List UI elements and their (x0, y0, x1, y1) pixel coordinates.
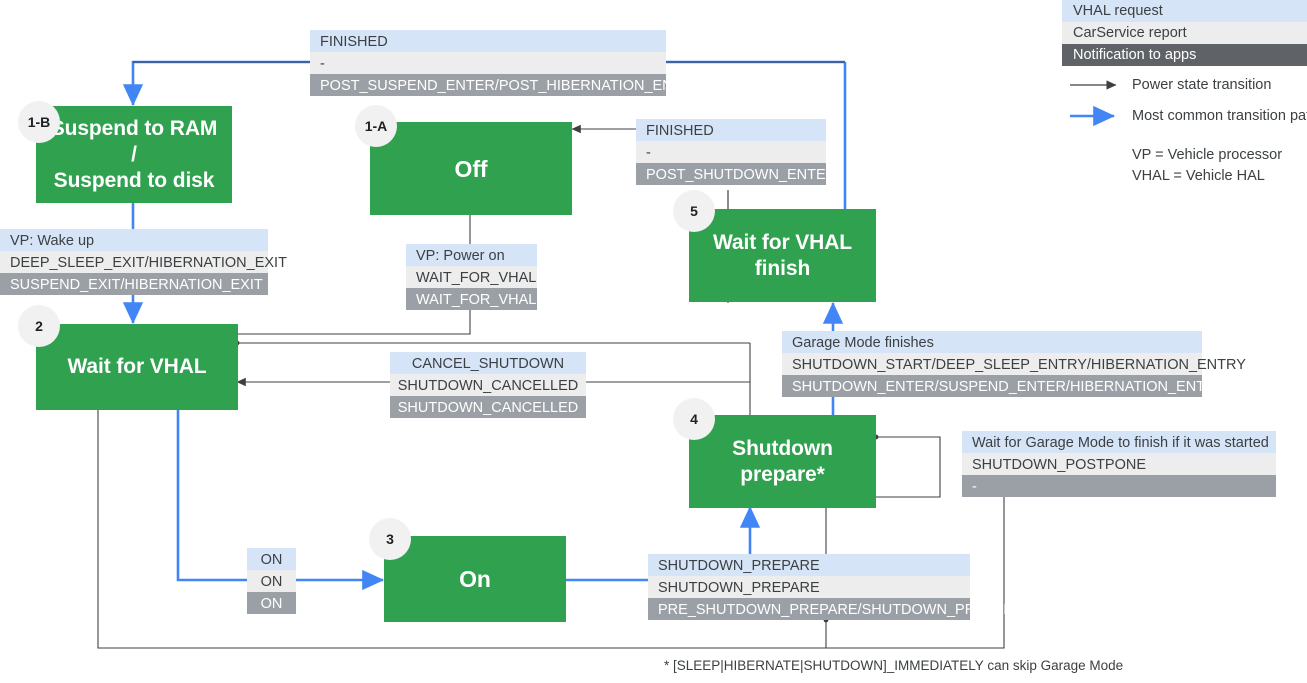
transition-label-garage-mode-wait: Wait for Garage Mode to finish if it was… (962, 431, 1276, 497)
vhal-request: FINISHED (310, 30, 666, 52)
state-badge-1a: 1-A (355, 105, 397, 147)
transition-label-shutdown-prepare: SHUTDOWN_PREPARE SHUTDOWN_PREPARE PRE_SH… (648, 554, 1023, 620)
transition-label-on: ON ON ON (247, 548, 296, 614)
legend: VHAL request CarService report Notificat… (1062, 0, 1307, 66)
legend-label-power-state-transition: Power state transition (1132, 77, 1272, 93)
notification-to-apps: - (962, 475, 1276, 497)
legend-abbrev-vhal: VHAL = Vehicle HAL (1132, 168, 1265, 184)
notification-to-apps: WAIT_FOR_VHAL (406, 288, 537, 310)
vhal-request: VP: Power on (406, 244, 537, 266)
legend-abbrev-vp: VP = Vehicle processor (1132, 147, 1283, 163)
transition-label-wake-up: VP: Wake up DEEP_SLEEP_EXIT/HIBERNATION_… (0, 229, 287, 295)
notification-to-apps: POST_SUSPEND_ENTER/POST_HIBERNATION_ENTE… (310, 74, 702, 96)
legend-label-most-common-transition-path: Most common transition path (1132, 108, 1307, 124)
transition-label-post-suspend-enter: FINISHED - POST_SUSPEND_ENTER/POST_HIBER… (310, 30, 702, 96)
vhal-request: SHUTDOWN_PREPARE (648, 554, 970, 576)
state-label: Wait for VHAL (67, 355, 207, 378)
carservice-report: SHUTDOWN_START/DEEP_SLEEP_ENTRY/HIBERNAT… (782, 353, 1246, 375)
transition-label-post-shutdown-enter: FINISHED - POST_SHUTDOWN_ENTER (636, 119, 836, 185)
vhal-request: Garage Mode finishes (782, 331, 1202, 353)
vhal-request: VP: Wake up (0, 229, 268, 251)
notification-to-apps: PRE_SHUTDOWN_PREPARE/SHUTDOWN_PREPARE (648, 598, 1023, 620)
notification-to-apps: ON (247, 592, 296, 614)
state-badge-3: 3 (369, 518, 411, 560)
legend-swatch-notification-to-apps: Notification to apps (1062, 44, 1307, 66)
state-wait-for-vhal[interactable]: Wait for VHAL (36, 324, 238, 410)
state-badge-4: 4 (673, 398, 715, 440)
carservice-report: WAIT_FOR_VHAL (406, 266, 537, 288)
notification-to-apps: SUSPEND_EXIT/HIBERNATION_EXIT (0, 273, 268, 295)
notification-to-apps: SHUTDOWN_CANCELLED (390, 396, 586, 418)
vhal-request: CANCEL_SHUTDOWN (390, 352, 586, 374)
state-badge-1b: 1-B (18, 101, 60, 143)
vhal-request: ON (247, 548, 296, 570)
carservice-report: DEEP_SLEEP_EXIT/HIBERNATION_EXIT (0, 251, 287, 273)
carservice-report: - (310, 52, 666, 74)
state-label: Off (454, 155, 488, 182)
state-label: Suspend to RAM/Suspend to disk (50, 116, 218, 192)
legend-swatch-vhal-request: VHAL request (1062, 0, 1307, 22)
state-badge-5: 5 (673, 190, 715, 232)
carservice-report: ON (247, 570, 296, 592)
state-badge-2: 2 (18, 305, 60, 347)
transition-label-garage-mode-finishes: Garage Mode finishes SHUTDOWN_START/DEEP… (782, 331, 1246, 397)
notification-to-apps: SHUTDOWN_ENTER/SUSPEND_ENTER/HIBERNATION… (782, 375, 1225, 397)
vhal-request: Wait for Garage Mode to finish if it was… (962, 431, 1276, 453)
state-off[interactable]: Off (370, 122, 572, 215)
transition-label-cancel-shutdown: CANCEL_SHUTDOWN SHUTDOWN_CANCELLED SHUTD… (390, 352, 586, 418)
carservice-report: SHUTDOWN_POSTPONE (962, 453, 1276, 475)
state-suspend-to-ram[interactable]: Suspend to RAM/Suspend to disk (36, 106, 232, 203)
state-label: On (459, 566, 491, 592)
transition-label-power-on: VP: Power on WAIT_FOR_VHAL WAIT_FOR_VHAL (406, 244, 537, 310)
carservice-report: - (636, 141, 826, 163)
state-on[interactable]: On (384, 536, 566, 622)
vhal-request: FINISHED (636, 119, 826, 141)
carservice-report: SHUTDOWN_CANCELLED (390, 374, 586, 396)
legend-swatch-carservice-report: CarService report (1062, 22, 1307, 44)
notification-to-apps: POST_SHUTDOWN_ENTER (636, 163, 836, 185)
carservice-report: SHUTDOWN_PREPARE (648, 576, 970, 598)
footnote: * [SLEEP|HIBERNATE|SHUTDOWN]_IMMEDIATELY… (664, 658, 1124, 673)
